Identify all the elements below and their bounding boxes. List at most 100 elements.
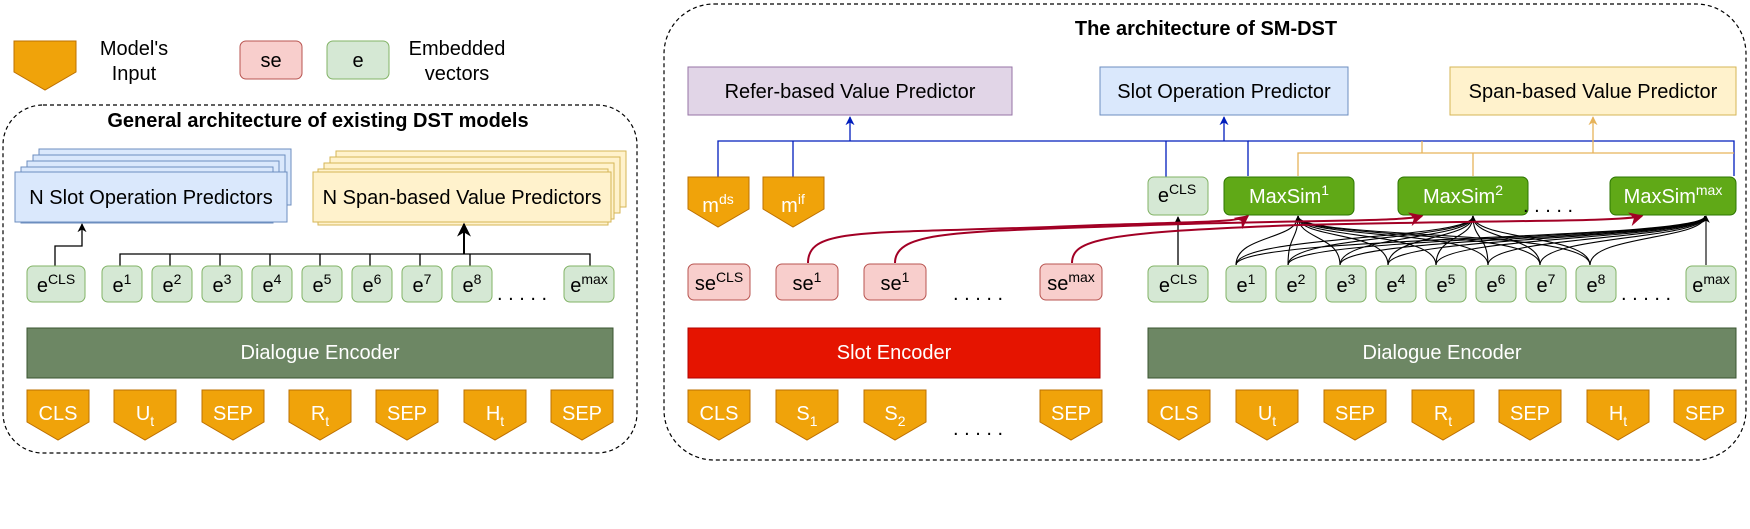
dialogue-input-shape-5 <box>1586 389 1650 441</box>
dialogue-embedding-label-9: emax <box>1692 271 1730 297</box>
left-input-shape-2 <box>201 389 265 441</box>
left-input-label-5: Ht <box>486 403 504 429</box>
left-connectors <box>54 222 591 266</box>
left-embedding-box-0 <box>26 265 86 303</box>
dialogue-embedding-label-7: e7 <box>1537 271 1556 297</box>
left-embedding-label-4: e4 <box>263 271 282 297</box>
slot-inputs-ellipsis: . . . . . <box>953 418 1003 440</box>
dialogue-embedding-box-4 <box>1375 265 1417 303</box>
left-embedding-box-7 <box>401 265 443 303</box>
legend-embedded-line1: Embedded <box>409 38 506 60</box>
legend-model-input-line2: Input <box>112 63 157 85</box>
slot-embedding-label-3: semax <box>1047 269 1095 295</box>
left-input-shape-6 <box>550 389 614 441</box>
left-panel-border <box>2 104 638 454</box>
dialogue-input-label-1: Ut <box>1258 403 1276 429</box>
dialogue-embedding-box-8 <box>1575 265 1617 303</box>
left-input-label-6: SEP <box>562 403 602 425</box>
slot-input-shape-0 <box>687 389 751 441</box>
left-embedding-label-0: eCLS <box>37 271 75 297</box>
dialogue-embedding-label-1: e1 <box>1237 271 1256 297</box>
dialogue-input-label-2: SEP <box>1335 403 1375 425</box>
left-input-shape-0 <box>26 389 90 441</box>
dialogue-input-shape-6 <box>1673 389 1737 441</box>
dialogue-embedding-label-5: e5 <box>1437 271 1456 297</box>
left-dialogue-encoder-label: Dialogue Encoder <box>241 342 400 364</box>
span-value-predictors-stack: N Span-based Value Predictors <box>312 150 627 226</box>
dialogue-embeddings-ellipsis: . . . . . <box>1621 283 1671 305</box>
maxsim-box-1 <box>1397 176 1529 216</box>
left-embedding-box-6 <box>351 265 393 303</box>
dialogue-input-label-5: Ht <box>1609 403 1627 429</box>
refer-predictor-label: Refer-based Value Predictor <box>725 81 976 103</box>
left-embedding-box-5 <box>301 265 343 303</box>
maxsim-box-2 <box>1609 176 1737 216</box>
maxsim-fan-in <box>1235 215 1710 266</box>
dialogue-input-shape-2 <box>1323 389 1387 441</box>
m-ds-label: mds <box>702 191 733 217</box>
legend-e-label: e <box>352 50 363 72</box>
slot-embedding-box-1 <box>775 263 839 301</box>
slot-op-predictors-box <box>14 171 288 223</box>
left-dialogue-encoder-box <box>26 327 614 379</box>
right-panel-border <box>663 3 1747 461</box>
left-embedding-box-4 <box>251 265 293 303</box>
dialogue-embedding-box-0 <box>1147 265 1209 303</box>
dialogue-embedding-box-3 <box>1325 265 1367 303</box>
maxsim-box-0 <box>1223 176 1355 216</box>
legend-embedded-line2: vectors <box>425 63 489 85</box>
slot-input-label-1: S1 <box>796 403 817 429</box>
refer-predictor-box <box>687 66 1013 116</box>
slot-embedding-label-2: se1 <box>881 269 910 295</box>
left-embedding-label-7: e7 <box>413 271 432 297</box>
left-input-label-2: SEP <box>213 403 253 425</box>
maxsim-label-1: MaxSim2 <box>1423 182 1503 208</box>
slot-encoder-label: Slot Encoder <box>837 342 952 364</box>
legend: Model's Input se e Embedded vectors <box>13 38 506 91</box>
left-embedding-label-5: e5 <box>313 271 332 297</box>
slot-op-predictors-stack: N Slot Operation Predictors <box>14 148 292 224</box>
left-embedding-box-1 <box>101 265 143 303</box>
slot-embedding-label-0: seCLS <box>695 269 743 295</box>
m-if-label: mif <box>781 191 805 217</box>
legend-e-box <box>326 40 390 80</box>
dialogue-embedding-label-8: e8 <box>1587 271 1606 297</box>
left-embedding-label-6: e6 <box>363 271 382 297</box>
left-embedding-box-2 <box>151 265 193 303</box>
dialogue-input-label-0: CLS <box>1160 403 1199 425</box>
dialogue-embedding-box-6 <box>1475 265 1517 303</box>
m-ds-input: mds <box>687 176 750 228</box>
dialogue-input-shape-0 <box>1147 389 1211 441</box>
left-embedding-label-1: e1 <box>113 271 132 297</box>
dialogue-input-shape-3 <box>1411 389 1475 441</box>
dialogue-embedding-label-3: e3 <box>1337 271 1356 297</box>
slot-embedding-label-1: se1 <box>793 269 822 295</box>
right-panel-title: The architecture of SM-DST <box>1075 18 1337 40</box>
span-value-predictors-box <box>312 171 612 223</box>
dialogue-embedding-label-0: eCLS <box>1159 271 1197 297</box>
slot-op-predictor-label: Slot Operation Predictor <box>1117 81 1331 103</box>
left-input-shape-3 <box>288 389 352 441</box>
dialogue-embedding-label-2: e2 <box>1287 271 1306 297</box>
left-input-label-1: Ut <box>136 403 154 429</box>
span-value-predictors-label: N Span-based Value Predictors <box>323 187 602 209</box>
left-input-shape-5 <box>463 389 527 441</box>
right-panel: The architecture of SM-DST Refer-based V… <box>663 3 1747 461</box>
left-embedding-label-2: e2 <box>163 271 182 297</box>
dialogue-embedding-box-2 <box>1275 265 1317 303</box>
e-cls-top-box <box>1147 176 1209 216</box>
dialogue-input-label-6: SEP <box>1685 403 1725 425</box>
left-panel-title: General architecture of existing DST mod… <box>107 110 528 132</box>
span-predictor-box <box>1449 66 1737 116</box>
slot-encoder-box <box>687 327 1101 379</box>
maxsim-ellipsis: . . . . . <box>1523 195 1573 217</box>
dialogue-input-shape-4 <box>1498 389 1562 441</box>
legend-model-input-line1: Model's <box>100 38 168 60</box>
left-embedding-label-9: emax <box>570 271 608 297</box>
